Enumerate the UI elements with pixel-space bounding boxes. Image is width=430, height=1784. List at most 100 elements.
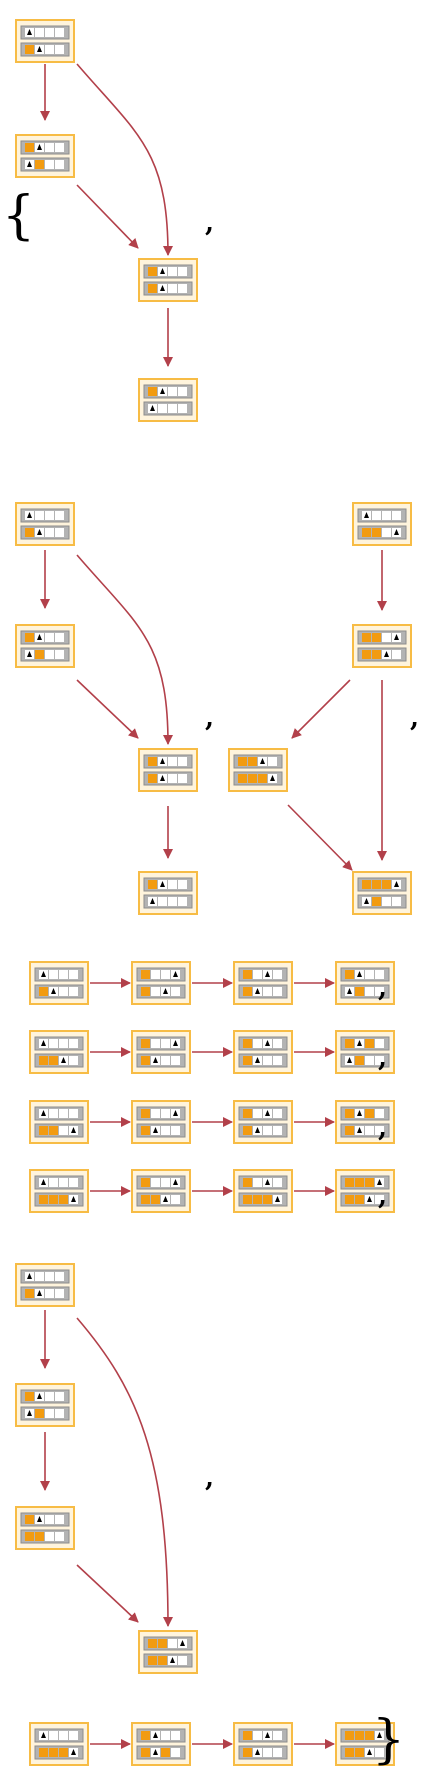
head-marker	[394, 881, 399, 887]
chain-1	[29, 961, 395, 1005]
tape-cell-empty	[273, 1178, 282, 1187]
tape-cell-empty	[375, 1056, 384, 1065]
tape-cell-empty	[273, 1056, 282, 1065]
tape-cell-filled	[365, 1731, 374, 1740]
head-marker	[160, 758, 165, 764]
tape-cell-filled	[148, 880, 157, 889]
head-marker	[265, 971, 270, 977]
tape-cell-empty	[273, 970, 282, 979]
tape-cell-empty	[178, 1656, 187, 1665]
tape-cell-empty	[273, 1039, 282, 1048]
tape-cell-empty	[45, 1272, 54, 1281]
tape-cell-empty	[69, 987, 78, 996]
head-marker	[260, 758, 265, 764]
head-marker	[265, 1732, 270, 1738]
tape-cell-filled	[243, 970, 252, 979]
tape-cell-empty	[35, 1272, 44, 1281]
tape-cell-empty	[55, 28, 64, 37]
graph-4	[15, 1263, 198, 1674]
tape-cell-filled	[35, 650, 44, 659]
state-node	[138, 378, 198, 422]
head-marker	[347, 988, 352, 994]
tape-cell-empty	[69, 1178, 78, 1187]
tape-cell-filled	[25, 633, 34, 642]
state-node	[233, 1030, 293, 1074]
tape-cell-empty	[151, 970, 160, 979]
tape-cell-empty	[375, 970, 384, 979]
tape-cell-empty	[178, 774, 187, 783]
head-marker	[61, 1057, 66, 1063]
tape-cell-filled	[372, 880, 381, 889]
tape-cell-filled	[365, 1178, 374, 1187]
comma-separator: ,	[378, 973, 388, 1003]
tape-cell-empty	[59, 1178, 68, 1187]
tape-cell-filled	[362, 880, 371, 889]
transition-arrow	[76, 1317, 173, 1627]
tape-cell-empty	[168, 880, 177, 889]
head-marker	[377, 1732, 382, 1738]
tape-cell-empty	[45, 160, 54, 169]
head-marker	[41, 1040, 46, 1046]
tape-cell-empty	[45, 45, 54, 54]
tape-cell-filled	[141, 1056, 150, 1065]
tape-cell-filled	[148, 387, 157, 396]
head-marker	[160, 881, 165, 887]
tape-cell-empty	[158, 404, 167, 413]
state-node	[335, 1722, 395, 1766]
tape-cell-empty	[161, 1178, 170, 1187]
head-marker	[41, 971, 46, 977]
tape-cell-empty	[372, 511, 381, 520]
tape-cell-empty	[151, 987, 160, 996]
tape-cell-empty	[49, 1109, 58, 1118]
tape-cell-filled	[355, 1195, 364, 1204]
tape-cell-empty	[365, 970, 374, 979]
head-marker	[367, 1749, 372, 1755]
tape-cell-empty	[392, 511, 401, 520]
head-marker	[384, 651, 389, 657]
tape-cell-empty	[382, 511, 391, 520]
tape-cell-empty	[49, 970, 58, 979]
tape-cell-filled	[355, 1748, 364, 1757]
tape-cell-empty	[178, 387, 187, 396]
state-node	[233, 1169, 293, 1213]
tape-cell-empty	[178, 284, 187, 293]
head-marker	[150, 405, 155, 411]
tape-cell-filled	[345, 1039, 354, 1048]
tape-cell-empty	[45, 1392, 54, 1401]
tape-cell-empty	[45, 143, 54, 152]
tape-cell-filled	[151, 1195, 160, 1204]
transition-arrow	[76, 1564, 139, 1623]
head-marker	[265, 1110, 270, 1116]
tape-cell-filled	[49, 1748, 58, 1757]
state-node	[15, 502, 75, 546]
tape-cell-empty	[178, 404, 187, 413]
state-node	[131, 1169, 191, 1213]
close-brace: }	[372, 1710, 406, 1770]
tape-cell-empty	[178, 880, 187, 889]
tape-cell-filled	[365, 1039, 374, 1048]
tape-cell-filled	[141, 1748, 150, 1757]
state-node	[352, 502, 412, 546]
tape-cell-filled	[158, 1639, 167, 1648]
tape-cell-filled	[141, 1195, 150, 1204]
tape-cell-empty	[158, 897, 167, 906]
tape-cell-filled	[372, 633, 381, 642]
comma-separator: ,	[205, 1463, 215, 1493]
head-marker	[180, 1640, 185, 1646]
tape-cell-empty	[49, 1178, 58, 1187]
state-node	[233, 1100, 293, 1144]
tape-cell-filled	[355, 1731, 364, 1740]
tape-cell-empty	[49, 1039, 58, 1048]
comma-separator: ,	[378, 1181, 388, 1211]
comma-separator: ,	[205, 208, 215, 238]
head-marker	[160, 775, 165, 781]
tape-cell-empty	[69, 1109, 78, 1118]
tape-cell-empty	[382, 897, 391, 906]
tape-cell-filled	[141, 1109, 150, 1118]
state-node	[138, 1630, 198, 1674]
tape-cell-empty	[253, 1731, 262, 1740]
tape-cell-filled	[243, 1039, 252, 1048]
tape-cell-filled	[35, 1532, 44, 1541]
state-node	[29, 1100, 89, 1144]
tape-cell-filled	[25, 528, 34, 537]
